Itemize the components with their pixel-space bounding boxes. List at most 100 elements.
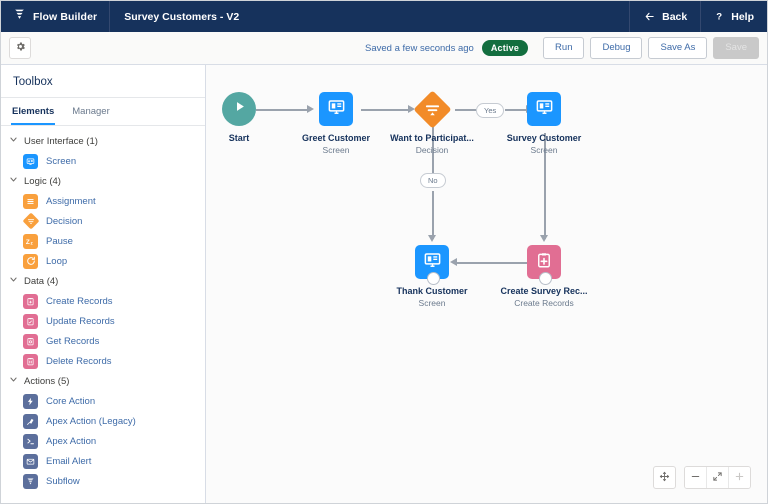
connector-create-thank	[456, 262, 528, 264]
connector-arrow	[307, 105, 314, 113]
section-user-interface[interactable]: User Interface (1)	[1, 131, 205, 151]
element-label: Apex Action	[46, 435, 97, 447]
node-type: Screen	[322, 145, 350, 155]
element-label: Subflow	[46, 475, 80, 487]
connector-decision-no	[432, 127, 434, 179]
connector-no-thank	[432, 191, 434, 239]
node-start[interactable]: Start	[206, 92, 299, 143]
connector-arrow	[408, 105, 415, 113]
connector-survey-create	[544, 133, 546, 239]
arrow-left-icon	[643, 11, 656, 22]
node-survey-customer[interactable]: Survey Customer Screen	[484, 92, 604, 155]
chevron-down-icon	[9, 275, 18, 287]
app-header: Flow Builder Survey Customers - V2 Back …	[1, 1, 767, 32]
connector-yes-survey	[505, 109, 528, 111]
settings-button[interactable]	[9, 37, 31, 59]
toolbox-list: User Interface (1) Screen Logic (4)	[1, 126, 205, 503]
connector-label-yes: Yes	[476, 103, 505, 118]
element-decision[interactable]: Decision	[1, 211, 205, 231]
tab-manager[interactable]: Manager	[72, 106, 110, 117]
zoom-controls	[653, 466, 751, 489]
element-label: Loop	[46, 255, 68, 267]
node-label: Want to Participat...	[390, 133, 474, 143]
save-as-button[interactable]: Save As	[648, 37, 708, 59]
node-icon-decision	[412, 89, 452, 129]
header-spacer	[253, 1, 629, 32]
node-want-to-participate[interactable]: Want to Participat... Decision	[372, 89, 492, 155]
question-mark-icon: ?	[714, 10, 725, 23]
flow-canvas[interactable]: Yes No Start	[206, 65, 767, 503]
element-label: Create Records	[46, 295, 113, 307]
zoom-out-icon	[690, 469, 701, 487]
help-button[interactable]: ? Help	[700, 1, 767, 32]
flow-logo-icon	[13, 8, 26, 26]
node-greet-customer[interactable]: Greet Customer Screen	[276, 92, 396, 155]
connector-start-greet	[256, 109, 310, 111]
apex-legacy-icon	[23, 413, 38, 429]
node-label: Create Survey Rec...	[500, 286, 588, 296]
element-update-records[interactable]: Update Records	[1, 311, 205, 331]
node-label: Start	[228, 133, 250, 143]
section-data[interactable]: Data (4)	[1, 271, 205, 291]
app-body: Toolbox Elements Manager User Interface …	[1, 65, 767, 503]
pan-button[interactable]	[653, 466, 676, 489]
back-button[interactable]: Back	[629, 1, 700, 32]
pan-icon	[659, 469, 670, 487]
brand-area[interactable]: Flow Builder	[1, 1, 111, 32]
flow-toolbar: Saved a few seconds ago Active Run Debug…	[1, 32, 767, 65]
back-label: Back	[662, 10, 688, 23]
saved-status: Saved a few seconds ago	[365, 42, 474, 54]
node-icon-play	[222, 92, 256, 126]
connector-arrow	[540, 235, 548, 242]
fit-to-view-button[interactable]	[706, 467, 728, 488]
section-logic[interactable]: Logic (4)	[1, 171, 205, 191]
element-get-records[interactable]: Get Records	[1, 331, 205, 351]
end-node-marker	[538, 272, 552, 285]
get-records-icon	[23, 333, 38, 349]
element-subflow[interactable]: Subflow	[1, 471, 205, 491]
screen-icon	[535, 97, 554, 121]
zoom-out-button[interactable]	[685, 467, 706, 488]
decision-icon	[425, 104, 439, 115]
save-button[interactable]: Save	[713, 37, 759, 59]
element-label: Delete Records	[46, 355, 112, 367]
loop-icon	[23, 253, 38, 269]
node-type: Create Records	[514, 298, 574, 308]
node-thank-customer[interactable]: Thank Customer Screen	[372, 245, 492, 308]
element-core-action[interactable]: Core Action	[1, 391, 205, 411]
element-email-alert[interactable]: Email Alert	[1, 451, 205, 471]
toolbox-panel: Toolbox Elements Manager User Interface …	[1, 65, 206, 503]
connector-decision-yes	[455, 109, 476, 111]
node-label: Survey Customer	[506, 133, 582, 143]
screen-icon	[423, 250, 442, 274]
element-apex-action[interactable]: Apex Action	[1, 431, 205, 451]
element-screen[interactable]: Screen	[1, 151, 205, 171]
element-assignment[interactable]: Assignment	[1, 191, 205, 211]
connector-arrow	[428, 235, 436, 242]
toolbox-tabs: Elements Manager	[1, 98, 205, 126]
node-create-survey-record[interactable]: Create Survey Rec... Create Records	[484, 245, 604, 308]
svg-text:?: ?	[717, 12, 723, 23]
element-loop[interactable]: Loop	[1, 251, 205, 271]
element-delete-records[interactable]: Delete Records	[1, 351, 205, 371]
tab-elements[interactable]: Elements	[11, 98, 56, 125]
element-label: Pause	[46, 235, 73, 247]
create-records-icon	[535, 251, 553, 274]
zoom-button-group	[684, 466, 751, 489]
element-create-records[interactable]: Create Records	[1, 291, 205, 311]
section-label: Logic (4)	[24, 175, 61, 187]
section-actions[interactable]: Actions (5)	[1, 371, 205, 391]
fit-to-view-icon	[712, 469, 723, 487]
help-label: Help	[731, 10, 754, 23]
element-apex-action-legacy[interactable]: Apex Action (Legacy)	[1, 411, 205, 431]
node-type: Screen	[418, 298, 446, 308]
run-button[interactable]: Run	[543, 37, 585, 59]
element-label: Core Action	[46, 395, 96, 407]
zoom-in-button[interactable]	[728, 467, 750, 488]
debug-button[interactable]: Debug	[590, 37, 643, 59]
update-records-icon	[23, 313, 38, 329]
create-records-icon	[23, 293, 38, 309]
play-icon	[232, 99, 247, 119]
